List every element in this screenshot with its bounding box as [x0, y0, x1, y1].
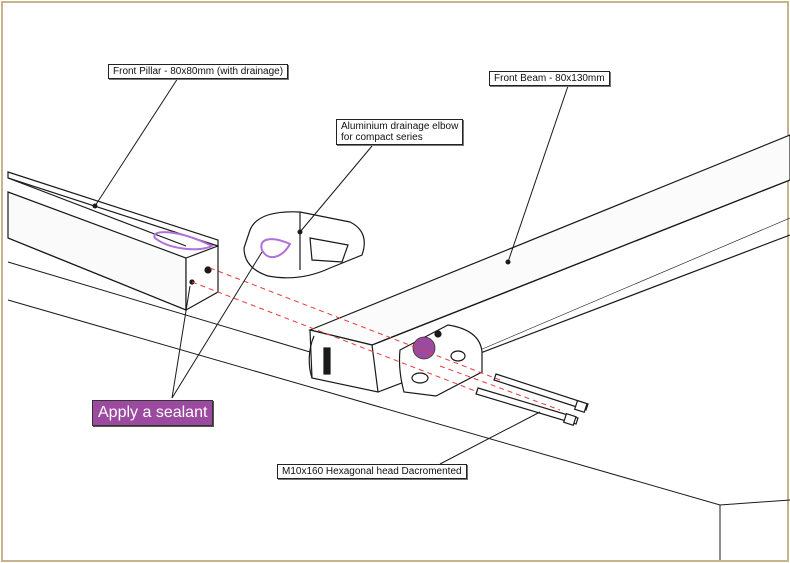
floor-slab	[7, 261, 790, 560]
assembly-axis-lines	[191, 267, 561, 411]
label-drainage-elbow-line1: Aluminium drainage elbow	[341, 121, 459, 132]
label-bolt: M10x160 Hexagonal head Dacromented	[277, 464, 467, 479]
label-front-beam: Front Beam - 80x130mm	[489, 71, 610, 86]
front-beam	[308, 134, 790, 393]
label-drainage-elbow: Aluminium drainage elbow for compact ser…	[336, 119, 464, 145]
beam-end-cap	[308, 329, 379, 393]
label-drainage-elbow-line2: for compact series	[341, 132, 423, 143]
bracket-plate	[398, 324, 483, 397]
label-front-pillar: Front Pillar - 80x80mm (with drainage)	[108, 64, 289, 79]
drainage-elbow	[243, 211, 365, 279]
bolts	[475, 373, 589, 427]
label-apply-sealant: Apply a sealant	[92, 400, 214, 426]
sealant-point	[412, 336, 436, 360]
leader-lines	[92, 77, 569, 465]
front-pillar	[7, 171, 219, 312]
